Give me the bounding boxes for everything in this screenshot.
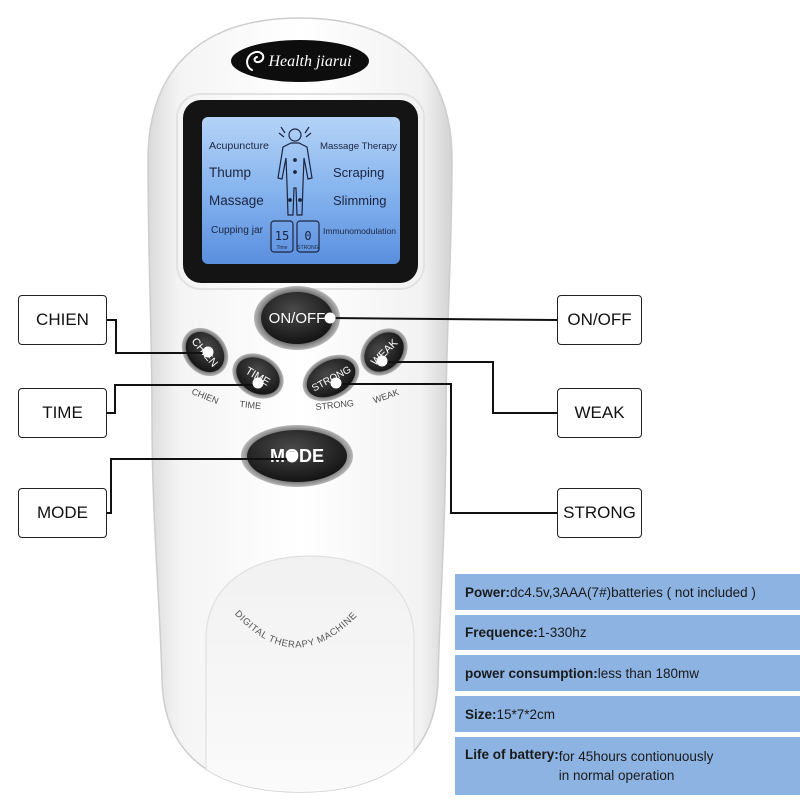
chien-callout-dot <box>202 346 214 358</box>
spec-value: less than 180mw <box>597 665 700 681</box>
time-leader-line <box>107 384 258 414</box>
spec-row-power-consumption: power consumption:less than 180mw <box>455 655 800 691</box>
time-callout-dot <box>252 377 264 389</box>
brand-badge: Health jiarui <box>231 40 369 82</box>
lcd-screen <box>202 117 400 264</box>
callout-weak: WEAK <box>557 388 642 438</box>
screen-label-massage: Massage <box>209 193 264 208</box>
spec-row-frequence: Frequence:1-330hz <box>455 615 800 650</box>
swirl-icon <box>246 50 265 71</box>
strength-digit-label: STRONG <box>297 245 319 251</box>
screen-label-acupuncture: Acupuncture <box>209 141 269 152</box>
spec-label: power consumption: <box>465 665 598 681</box>
callout-mode: MODE <box>18 488 107 538</box>
screen-label-cupping-jar: Cupping jar <box>211 225 264 236</box>
mode-leader-line <box>107 458 291 514</box>
on-off-button: ON/OFF <box>254 286 340 350</box>
on-off-leader-line <box>329 317 558 321</box>
time-digits: 15 <box>275 229 289 243</box>
mode-callout-dot <box>286 451 298 463</box>
time-digit-label: Time <box>277 245 288 251</box>
human-figure-icon <box>277 126 313 216</box>
spec-label: Life of battery: <box>465 747 559 762</box>
callout-on-off: ON/OFF <box>557 295 642 345</box>
digit-readout-strength: 0 STRONG <box>296 220 320 253</box>
spec-label: Frequence: <box>465 625 538 640</box>
callout-time: TIME <box>18 388 107 438</box>
screen-label-thump: Thump <box>209 165 251 180</box>
spec-row-power: Power:dc4.5v,3AAA(7#)batteries ( not inc… <box>455 574 800 610</box>
on-off-button-label: ON/OFF <box>269 310 326 327</box>
callout-chien: CHIEN <box>18 295 107 345</box>
brand-name: Health jiarui <box>267 53 351 70</box>
spec-label: Size: <box>465 706 497 722</box>
strong-callout-dot <box>330 377 342 389</box>
weak-leader-line <box>382 361 557 414</box>
time-caption: TIME <box>239 399 261 411</box>
screen-label-immunomodulation: Immunomodulation <box>323 226 396 236</box>
spec-value-line: in normal operation <box>558 768 675 783</box>
spec-value: dc4.5v,3AAA(7#)batteries ( not included … <box>510 584 756 600</box>
strong-leader-line <box>336 383 557 514</box>
spec-value-line: for 45hours contionuously <box>558 749 714 764</box>
screen-label-slimming: Slimming <box>333 193 386 208</box>
weak-callout-dot <box>376 355 388 367</box>
screen-label-scraping: Scraping <box>333 165 384 180</box>
spec-value: 15*7*2cm <box>496 706 556 722</box>
spec-row-size: Size:15*7*2cm <box>455 696 800 732</box>
spec-value-lines: for 45hours contionuously in normal oper… <box>559 747 714 785</box>
digit-readout-time: 15 Time <box>270 220 294 253</box>
spec-row-battery-life: Life of battery: for 45hours contionuous… <box>455 737 800 795</box>
spec-value: 1-330hz <box>537 625 587 640</box>
spec-label: Power: <box>465 584 511 600</box>
spec-table: Power:dc4.5v,3AAA(7#)batteries ( not inc… <box>455 574 800 795</box>
strength-digits: 0 <box>304 229 311 243</box>
strong-button: STRONG <box>302 354 360 402</box>
on-off-callout-dot <box>324 312 336 324</box>
screen-label-massage-therapy: Massage Therapy <box>320 141 397 152</box>
pad-area <box>205 555 415 792</box>
callout-strong: STRONG <box>557 488 642 538</box>
strong-caption: STRONG <box>315 398 354 412</box>
chien-leader-line <box>107 319 207 354</box>
